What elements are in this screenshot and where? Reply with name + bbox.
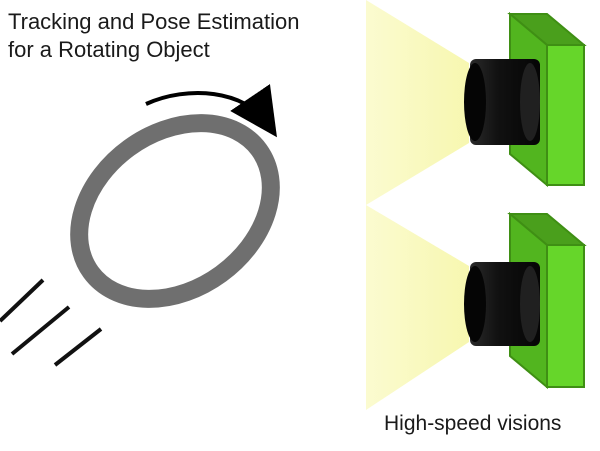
- motion-line-2: [12, 307, 69, 354]
- top-light-cone: [366, 0, 469, 205]
- cameras-caption: High-speed visions: [384, 410, 561, 438]
- bottom-light-cone: [366, 205, 469, 410]
- bottom-camera-icon: [464, 214, 584, 387]
- title-line-1: Tracking and Pose Estimation: [8, 8, 299, 36]
- top-camera-icon: [464, 14, 584, 185]
- motion-line-3: [55, 329, 101, 365]
- title-line-2: for a Rotating Object: [8, 36, 299, 64]
- motion-line-1: [0, 280, 43, 321]
- diagram-title: Tracking and Pose Estimation for a Rotat…: [8, 8, 299, 64]
